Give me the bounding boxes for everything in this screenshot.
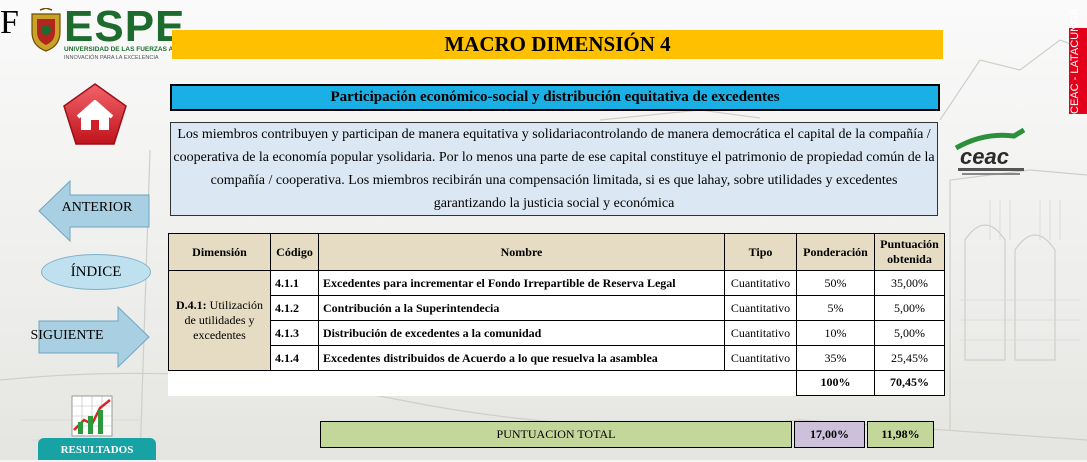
results-label: RESULTADOS	[38, 438, 156, 460]
home-button[interactable]	[62, 82, 128, 153]
previous-button[interactable]: ANTERIOR	[38, 179, 150, 243]
row-name: Excedentes para incrementar el Fondo Irr…	[318, 270, 725, 296]
sum-score: 70,45%	[874, 370, 945, 396]
row-weight: 35%	[796, 345, 875, 371]
previous-label: ANTERIOR	[61, 200, 133, 215]
total-weight: 17,00%	[794, 421, 865, 448]
logo-tagline: INNOVACIÓN PARA LA EXCELENCIA	[64, 55, 159, 61]
row-type: Cuantitativo	[724, 270, 797, 296]
row-code: 4.1.4	[270, 345, 319, 371]
page-title: MACRO DIMENSIÓN 4	[172, 30, 943, 59]
table-row: 4.1.3 Distribución de excedentes a la co…	[169, 320, 945, 346]
espe-logo: ESPE UNIVERSIDAD DE LAS FUERZAS ARMADAS …	[30, 2, 202, 64]
stray-text: F	[0, 4, 19, 41]
row-score: 5,00%	[874, 320, 945, 346]
table-header-row: Dimensión Código Nombre Tipo Ponderación…	[168, 233, 945, 271]
row-score: 25,45%	[874, 345, 945, 371]
table-row: 4.1.4 Excedentes distribuidos de Acuerdo…	[169, 345, 945, 371]
total-score-row: PUNTUACION TOTAL 17,00% 11,98%	[320, 421, 934, 448]
row-code: 4.1.3	[270, 320, 319, 346]
arrow-left-icon	[38, 179, 150, 243]
header-score-line2: obtenida	[887, 252, 932, 266]
row-name: Contribución a la Superintendecia	[318, 295, 725, 321]
dimension-label: Utilización de utilidades y excedentes	[184, 298, 264, 342]
index-button[interactable]: ÍNDICE	[41, 254, 151, 290]
total-label: PUNTUACION TOTAL	[320, 421, 792, 448]
svg-text:ceac: ceac	[960, 144, 1009, 169]
section-subtitle: Participación económico-social y distrib…	[170, 84, 940, 111]
row-code: 4.1.2	[270, 295, 319, 321]
row-name: Excedentes distribuidos de Acuerdo a lo …	[318, 345, 725, 371]
row-type: Cuantitativo	[724, 295, 797, 321]
row-type: Cuantitativo	[724, 345, 797, 371]
indicators-table: Dimensión Código Nombre Tipo Ponderación…	[168, 233, 945, 396]
dimension-cell: D.4.1: Utilización de utilidades y exced…	[168, 270, 271, 371]
sum-weight: 100%	[796, 370, 875, 396]
row-score: 35,00%	[874, 270, 945, 296]
results-button[interactable]: RESULTADOS	[38, 386, 156, 460]
row-weight: 50%	[796, 270, 875, 296]
logo-university-name: UNIVERSIDAD DE LAS FUERZAS ARMADAS	[64, 46, 202, 53]
header-type: Tipo	[724, 233, 797, 271]
side-banner: CEAC - LATACUNGA	[1069, 8, 1087, 114]
row-weight: 10%	[796, 320, 875, 346]
header-score: Puntuación obtenida	[874, 233, 945, 271]
total-score: 11,98%	[867, 421, 934, 448]
table-row: 4.1.2 Contribución a la Superintendecia …	[169, 295, 945, 321]
arrow-right-icon	[38, 305, 150, 369]
row-name: Distribución de excedentes a la comunida…	[318, 320, 725, 346]
chart-icon	[71, 395, 113, 437]
section-description: Los miembros contribuyen y participan de…	[170, 122, 938, 216]
header-code: Código	[270, 233, 319, 271]
next-label: SIGUIENTE	[30, 328, 104, 343]
next-button[interactable]: SIGUIENTE	[30, 305, 150, 369]
university-seal-icon	[31, 8, 61, 52]
header-score-line1: Puntuación	[880, 237, 939, 251]
ceac-logo-icon: ceac	[954, 127, 1026, 175]
logo-wordmark: ESPE	[64, 2, 186, 51]
header-weight: Ponderación	[796, 233, 875, 271]
side-banner-label: CEAC - LATACUNGA	[1069, 8, 1081, 114]
header-dimension: Dimensión	[168, 233, 271, 271]
table-sum-row: 100% 70,45%	[169, 370, 945, 396]
row-score: 5,00%	[874, 295, 945, 321]
ceac-logo: ceac	[954, 127, 1030, 178]
home-icon	[63, 83, 127, 145]
row-weight: 5%	[796, 295, 875, 321]
row-type: Cuantitativo	[724, 320, 797, 346]
table-row: D.4.1: Utilización de utilidades y exced…	[168, 270, 945, 371]
dimension-code: D.4.1:	[176, 298, 207, 312]
row-code: 4.1.1	[270, 270, 319, 296]
header-name: Nombre	[318, 233, 725, 271]
